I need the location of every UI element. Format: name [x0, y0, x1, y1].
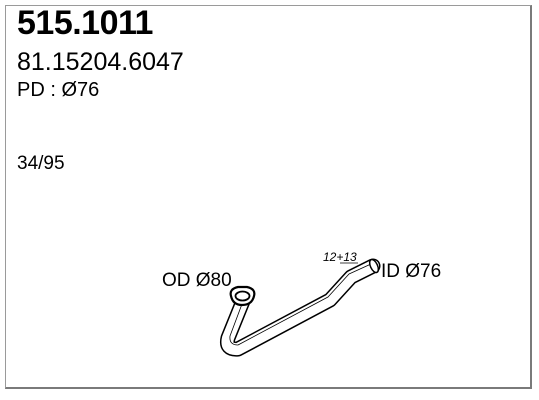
- catalog-reference: 34/95: [17, 153, 65, 174]
- pipe-interior: [221, 260, 379, 356]
- oem-number: 81.15204.6047: [17, 48, 184, 76]
- outer-diameter-label: OD Ø80: [162, 270, 232, 291]
- inner-diameter-label: ID Ø76: [381, 261, 442, 282]
- pipe-diameter-label: PD : Ø76: [17, 79, 100, 101]
- part-number: 515.1011: [17, 4, 153, 42]
- pipe-outlet-end: [368, 258, 380, 274]
- dimension-label: 12+13: [323, 250, 357, 264]
- drawing-frame: [5, 5, 532, 389]
- pipe-shading-line: [229, 263, 372, 346]
- pipe-flange: [229, 285, 256, 307]
